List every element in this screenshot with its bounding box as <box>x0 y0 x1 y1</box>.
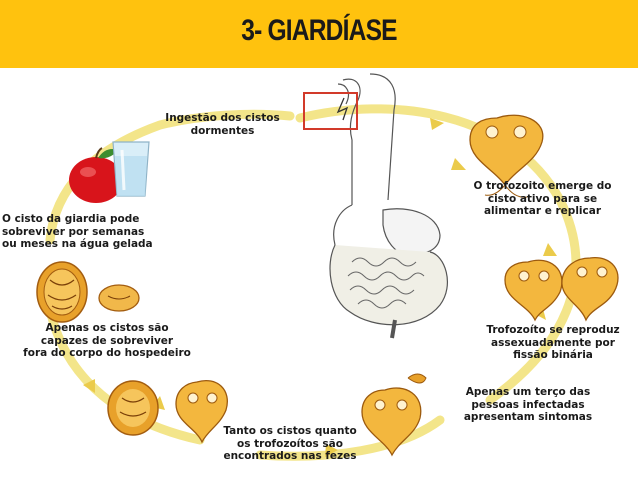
water-glass-icon <box>112 141 150 197</box>
label-cyst-survives: O cisto da giardia pode sobreviver por s… <box>2 213 153 250</box>
label-reproduces: Trofozoíto se reproduz assexuadamente po… <box>486 324 620 361</box>
label-only-cysts: Apenas os cistos são capazes de sobreviv… <box>23 322 191 359</box>
label-trophozoite-emerges: O trofozoito emerge do cisto ativo para … <box>473 180 612 217</box>
label-ingestion: Ingestão dos cistos dormentes <box>165 112 280 137</box>
cycle-arrow-5 <box>325 444 338 457</box>
cycle-arrow-2 <box>451 158 466 170</box>
trophozoite-icon-bottom-right <box>361 373 427 457</box>
page-title: 3- GIARDÍASE <box>241 14 397 47</box>
swallowed-cyst-icon <box>336 97 349 121</box>
ingestion-highlight-box <box>303 92 358 130</box>
giardia-cyst-icon-large <box>36 261 88 323</box>
digestive-system-icon <box>329 73 449 339</box>
cycle-arrow-3 <box>543 243 557 256</box>
apple-icon <box>69 147 123 203</box>
label-found-in-feces: Tanto os cistos quanto os trofozoítos sã… <box>223 425 357 462</box>
cycle-arrow-7 <box>83 379 95 393</box>
trophozoite-icon-top-right <box>469 114 544 198</box>
trophozoite-icon-bottom-center <box>175 380 228 444</box>
giardia-cyst-icon-bottom-left <box>107 380 159 436</box>
cycle-arrow-1 <box>430 118 444 130</box>
trophozoite-icon-dividing <box>504 257 619 322</box>
giardia-cyst-icon-small <box>98 284 140 312</box>
label-one-third: Apenas um terço das pessoas infectadas a… <box>463 386 593 423</box>
title-banner <box>0 0 638 68</box>
